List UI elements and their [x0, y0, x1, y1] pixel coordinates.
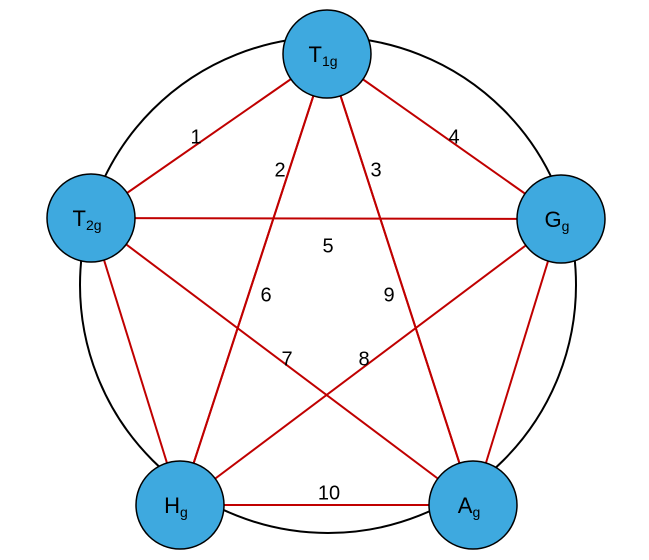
- edge-label-5: 5: [322, 235, 333, 257]
- node-gg: Gg: [516, 174, 606, 264]
- node-label: Hg: [164, 493, 188, 520]
- node-circle: [46, 173, 136, 263]
- node-t2g: T2g: [46, 173, 136, 263]
- node-label-subscript: g: [472, 504, 480, 520]
- node-label-main: T: [308, 42, 321, 67]
- node-label-subscript: g: [180, 504, 188, 520]
- edge-unlabeled-2: [472, 218, 562, 506]
- node-label-main: T: [72, 206, 85, 231]
- node-circle: [282, 9, 372, 99]
- edge-label-6: 6: [260, 284, 271, 306]
- node-label-subscript: g: [562, 218, 570, 234]
- node-label-main: H: [164, 493, 180, 518]
- edge-label-7: 7: [281, 348, 292, 370]
- edge-5: [90, 217, 562, 220]
- edge-label-4: 4: [448, 126, 459, 148]
- node-label: Gg: [545, 207, 570, 234]
- edge-4: [326, 53, 562, 220]
- node-label: T2g: [72, 206, 101, 233]
- node-label-subscript: 1g: [322, 53, 338, 69]
- node-circle: [516, 174, 606, 264]
- edge-labels-layer: 1 2 3 4 5 6 7 8 9 10: [190, 126, 459, 504]
- node-label-subscript: 2g: [86, 217, 102, 233]
- node-label: Ag: [458, 493, 480, 520]
- node-label-main: G: [545, 207, 562, 232]
- edge-6: [179, 53, 328, 506]
- node-hg: Hg: [135, 460, 225, 550]
- node-label: T1g: [308, 42, 337, 69]
- edge-label-1: 1: [190, 126, 201, 148]
- edge-label-8: 8: [358, 348, 369, 370]
- edge-label-3: 3: [370, 159, 381, 181]
- edge-9: [326, 53, 474, 506]
- node-label-main: A: [458, 493, 473, 518]
- edge-8: [179, 218, 562, 506]
- node-circle: [135, 460, 225, 550]
- edges-layer: [90, 53, 562, 506]
- edge-label-2: 2: [274, 159, 285, 181]
- edge-7: [90, 217, 474, 506]
- edge-label-10: 10: [318, 482, 340, 504]
- edge-1: [90, 53, 328, 219]
- outer-circle: [79, 36, 577, 534]
- node-ag: Ag: [428, 460, 518, 550]
- node-circle: [428, 460, 518, 550]
- edge-unlabeled-1: [90, 217, 181, 506]
- edge-label-9: 9: [383, 284, 394, 306]
- node-t1g: T1g: [282, 9, 372, 99]
